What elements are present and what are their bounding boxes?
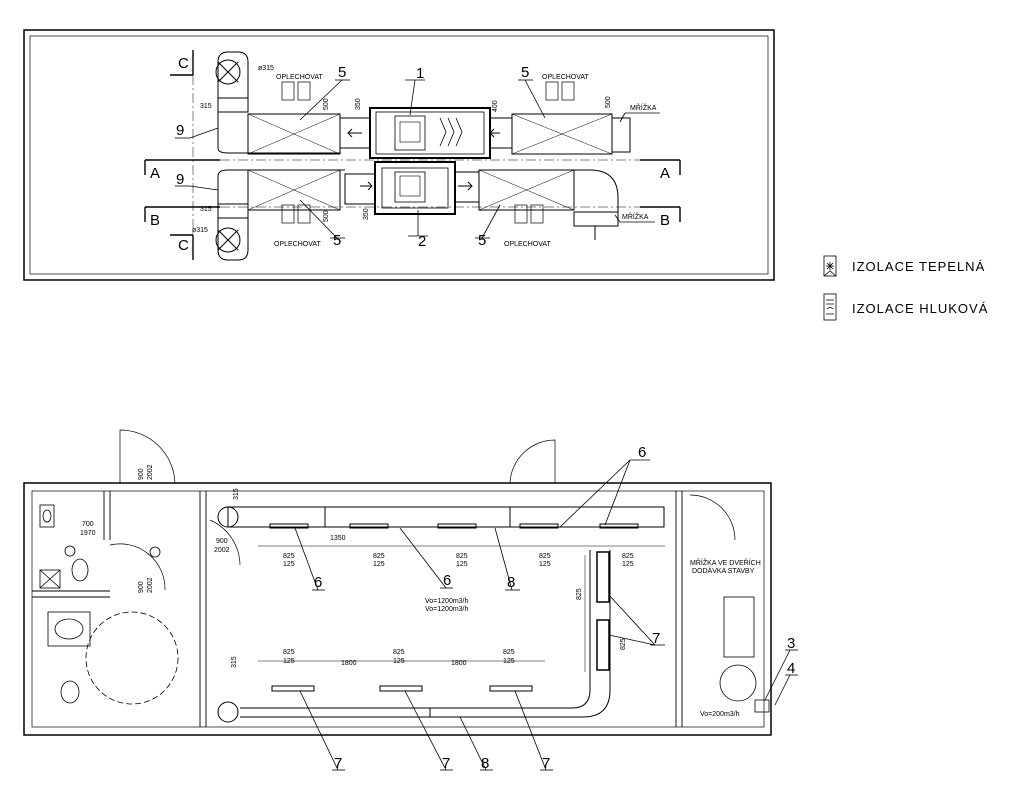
floor-frame-outer bbox=[23, 482, 772, 736]
label-8-upper: 8 bbox=[507, 574, 515, 591]
dim-1970: 1970 bbox=[80, 530, 96, 537]
section-b-left: B bbox=[150, 212, 160, 229]
section-a-right: A bbox=[660, 165, 670, 182]
duct-5-bottom-left: 5 bbox=[333, 232, 341, 249]
grille-note-top: MŘÍŽKA bbox=[630, 103, 657, 112]
dim-125-7: 125 bbox=[393, 658, 405, 665]
duct-5-bottom-right: 5 bbox=[478, 232, 486, 249]
dim-2002-door: 2002 bbox=[147, 464, 154, 480]
dim-125-1: 125 bbox=[283, 561, 295, 568]
label-8-lower: 8 bbox=[481, 755, 489, 772]
section-a-left: A bbox=[150, 165, 160, 182]
legend-acoustic: IZOLACE HLUKOVÁ bbox=[852, 301, 988, 316]
plan-frame-outer bbox=[23, 29, 775, 281]
supply-duct-lower bbox=[215, 169, 619, 261]
dim-125-4: 125 bbox=[539, 561, 551, 568]
air-handling-unit-1 bbox=[369, 107, 491, 159]
ceiling-plan: A A B B C C bbox=[23, 29, 775, 281]
diffusers bbox=[269, 523, 639, 692]
section-b-right: B bbox=[660, 212, 670, 229]
acoustic-insulation-icon bbox=[823, 293, 837, 321]
section-c-bottom: C bbox=[178, 237, 189, 254]
dim-125-3: 125 bbox=[456, 561, 468, 568]
dim-2002-wc: 2002 bbox=[147, 577, 154, 593]
dim-825-vert-2: 825 bbox=[620, 638, 627, 650]
legend: IZOLACE TEPELNÁ IZOLACE HLUKOVÁ bbox=[823, 255, 988, 321]
dim-825-6: 825 bbox=[283, 649, 295, 656]
label-7-b: 7 bbox=[442, 755, 450, 772]
label-7-c: 7 bbox=[542, 755, 550, 772]
oplechovat-bottom-right: OPLECHOVAT bbox=[504, 241, 552, 248]
dim-125-6: 125 bbox=[283, 658, 295, 665]
section-c-top: C bbox=[178, 55, 189, 72]
dim-315-top: 315 bbox=[200, 103, 212, 110]
elbow-9-top: 9 bbox=[176, 122, 184, 139]
dim-1800-2: 1800 bbox=[451, 660, 467, 667]
dim-2002-inner: 2002 bbox=[214, 547, 230, 554]
floor-plan: 6 6 6 8 8 7 7 7 7 3 4 900 2002 700 1970 … bbox=[23, 429, 798, 772]
plan-frame-inner bbox=[29, 35, 769, 275]
dim-315-bottom: 315 bbox=[200, 206, 212, 213]
label-6-left: 6 bbox=[314, 574, 322, 591]
thermal-insulation-icon bbox=[823, 255, 837, 277]
dim-825-7: 825 bbox=[393, 649, 405, 656]
doors bbox=[109, 429, 736, 591]
label-7-a: 7 bbox=[334, 755, 342, 772]
grille-note-bottom: MŘÍŽKA bbox=[622, 212, 649, 221]
flow-rate-2: Vo=1200m3/h bbox=[425, 606, 469, 613]
label-3: 3 bbox=[787, 635, 795, 652]
dim-400-top: 400 bbox=[492, 100, 499, 112]
dim-825-4: 825 bbox=[539, 553, 551, 560]
door-grille-note-1: MŘÍŽKA VE DVEŘÍCH bbox=[690, 558, 761, 567]
unit-2-label: 2 bbox=[418, 233, 426, 250]
door-grille-note-2: DODÁVKA STAVBY bbox=[692, 566, 755, 575]
dim-125-2: 125 bbox=[373, 561, 385, 568]
air-handling-unit-2 bbox=[374, 161, 456, 215]
diameter-bottom: ø315 bbox=[192, 227, 208, 234]
legend-thermal: IZOLACE TEPELNÁ bbox=[852, 259, 985, 274]
diameter-top: ø315 bbox=[258, 65, 274, 72]
oplechovat-top-right: OPLECHOVAT bbox=[542, 74, 590, 81]
label-7-right: 7 bbox=[652, 630, 660, 647]
insulation-symbols bbox=[281, 81, 575, 224]
dim-825-5: 825 bbox=[622, 553, 634, 560]
dim-125-8: 125 bbox=[503, 658, 515, 665]
elbow-9-bottom: 9 bbox=[176, 171, 184, 188]
supply-duct-floor-upper bbox=[217, 506, 665, 723]
label-6-mid: 6 bbox=[443, 572, 451, 589]
label-4: 4 bbox=[787, 660, 795, 677]
label-6-top: 6 bbox=[638, 444, 646, 461]
dim-500-top: 500 bbox=[323, 98, 330, 110]
unit-1-label: 1 bbox=[416, 65, 424, 82]
duct-5-top-left: 5 bbox=[338, 64, 346, 81]
dim-825-8: 825 bbox=[503, 649, 515, 656]
dim-315-upper: 315 bbox=[233, 488, 240, 500]
dim-1350: 1350 bbox=[330, 535, 346, 542]
duct-5-top-right: 5 bbox=[521, 64, 529, 81]
dim-825-2: 825 bbox=[373, 553, 385, 560]
dim-700: 700 bbox=[82, 521, 94, 528]
oplechovat-bottom-left: OPLECHOVAT bbox=[274, 241, 322, 248]
flow-rate-1: Vo=1200m3/h bbox=[425, 598, 469, 605]
dim-500-bottom: 500 bbox=[323, 210, 330, 222]
sanitary-fixtures bbox=[39, 504, 179, 705]
dim-900-door: 900 bbox=[138, 468, 145, 480]
dim-350-bottom: 350 bbox=[363, 208, 370, 220]
dim-350-top: 350 bbox=[355, 98, 362, 110]
floor-frame-inner bbox=[31, 490, 765, 728]
dim-825-1: 825 bbox=[283, 553, 295, 560]
dim-900-inner: 900 bbox=[216, 538, 228, 545]
dim-825-vert-1: 825 bbox=[576, 588, 583, 600]
dim-1800-1: 1800 bbox=[341, 660, 357, 667]
dim-125-5: 125 bbox=[622, 561, 634, 568]
exhaust-flow-rate: Vo=200m3/h bbox=[700, 711, 740, 718]
dim-825-3: 825 bbox=[456, 553, 468, 560]
dim-500-right: 500 bbox=[605, 96, 612, 108]
dim-900-wc: 900 bbox=[138, 581, 145, 593]
dim-315-lower: 315 bbox=[231, 656, 238, 668]
oplechovat-top-left: OPLECHOVAT bbox=[276, 74, 324, 81]
